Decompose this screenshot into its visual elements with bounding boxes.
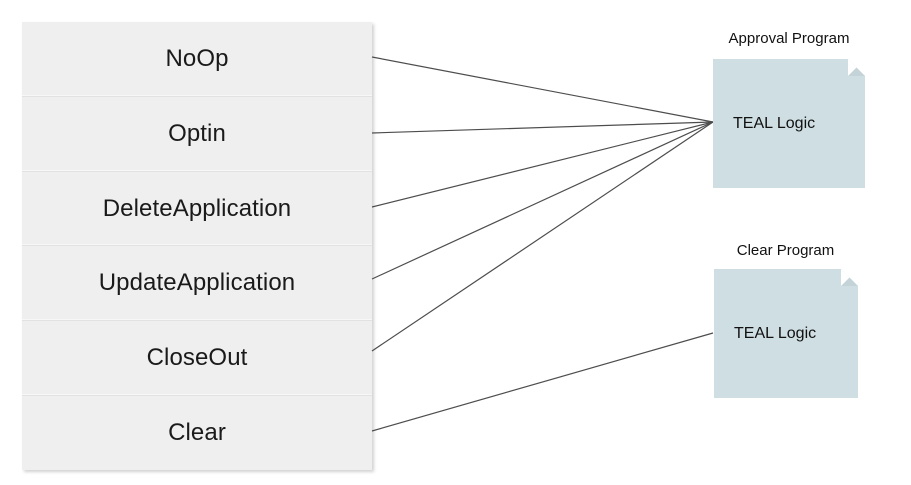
list-item-deleteapplication[interactable]: DeleteApplication bbox=[22, 169, 372, 246]
clear-program-box[interactable]: TEAL Logic bbox=[714, 269, 858, 398]
approval-program-body-label: TEAL Logic bbox=[733, 114, 816, 132]
list-item-clear[interactable]: Clear bbox=[22, 394, 372, 470]
list-item-label: NoOp bbox=[165, 44, 229, 72]
list-item-label: CloseOut bbox=[146, 344, 248, 372]
connector-updateapplication-to-approval bbox=[371, 121, 714, 280]
approval-program-title: Approval Program bbox=[728, 30, 850, 47]
folded-corner-icon bbox=[848, 59, 865, 76]
connector-clear-to-clear-program bbox=[371, 332, 714, 432]
list-item-closeout[interactable]: CloseOut bbox=[22, 319, 372, 396]
oncomplete-list-panel: NoOp Optin DeleteApplication UpdateAppli… bbox=[22, 22, 372, 470]
list-item-optin[interactable]: Optin bbox=[22, 94, 372, 171]
connector-noop-to-approval bbox=[371, 56, 714, 123]
list-item-noop[interactable]: NoOp bbox=[22, 22, 372, 96]
list-item-label: Clear bbox=[168, 419, 226, 447]
approval-program-box[interactable]: TEAL Logic bbox=[713, 59, 865, 188]
list-item-label: Optin bbox=[168, 119, 226, 147]
approval-program-group: Approval Program TEAL Logic bbox=[705, 26, 873, 196]
clear-program-body-label: TEAL Logic bbox=[734, 324, 817, 342]
connector-optin-to-approval bbox=[371, 121, 714, 134]
connector-closeout-to-approval bbox=[371, 121, 714, 352]
list-item-label: UpdateApplication bbox=[98, 269, 296, 297]
folded-corner-icon bbox=[841, 269, 858, 286]
list-item-updateapplication[interactable]: UpdateApplication bbox=[22, 244, 372, 321]
list-item-label: DeleteApplication bbox=[102, 194, 292, 222]
clear-program-group: Clear Program TEAL Logic bbox=[705, 238, 866, 406]
connector-deleteapplication-to-approval bbox=[371, 121, 714, 208]
clear-program-title: Clear Program bbox=[736, 242, 835, 259]
